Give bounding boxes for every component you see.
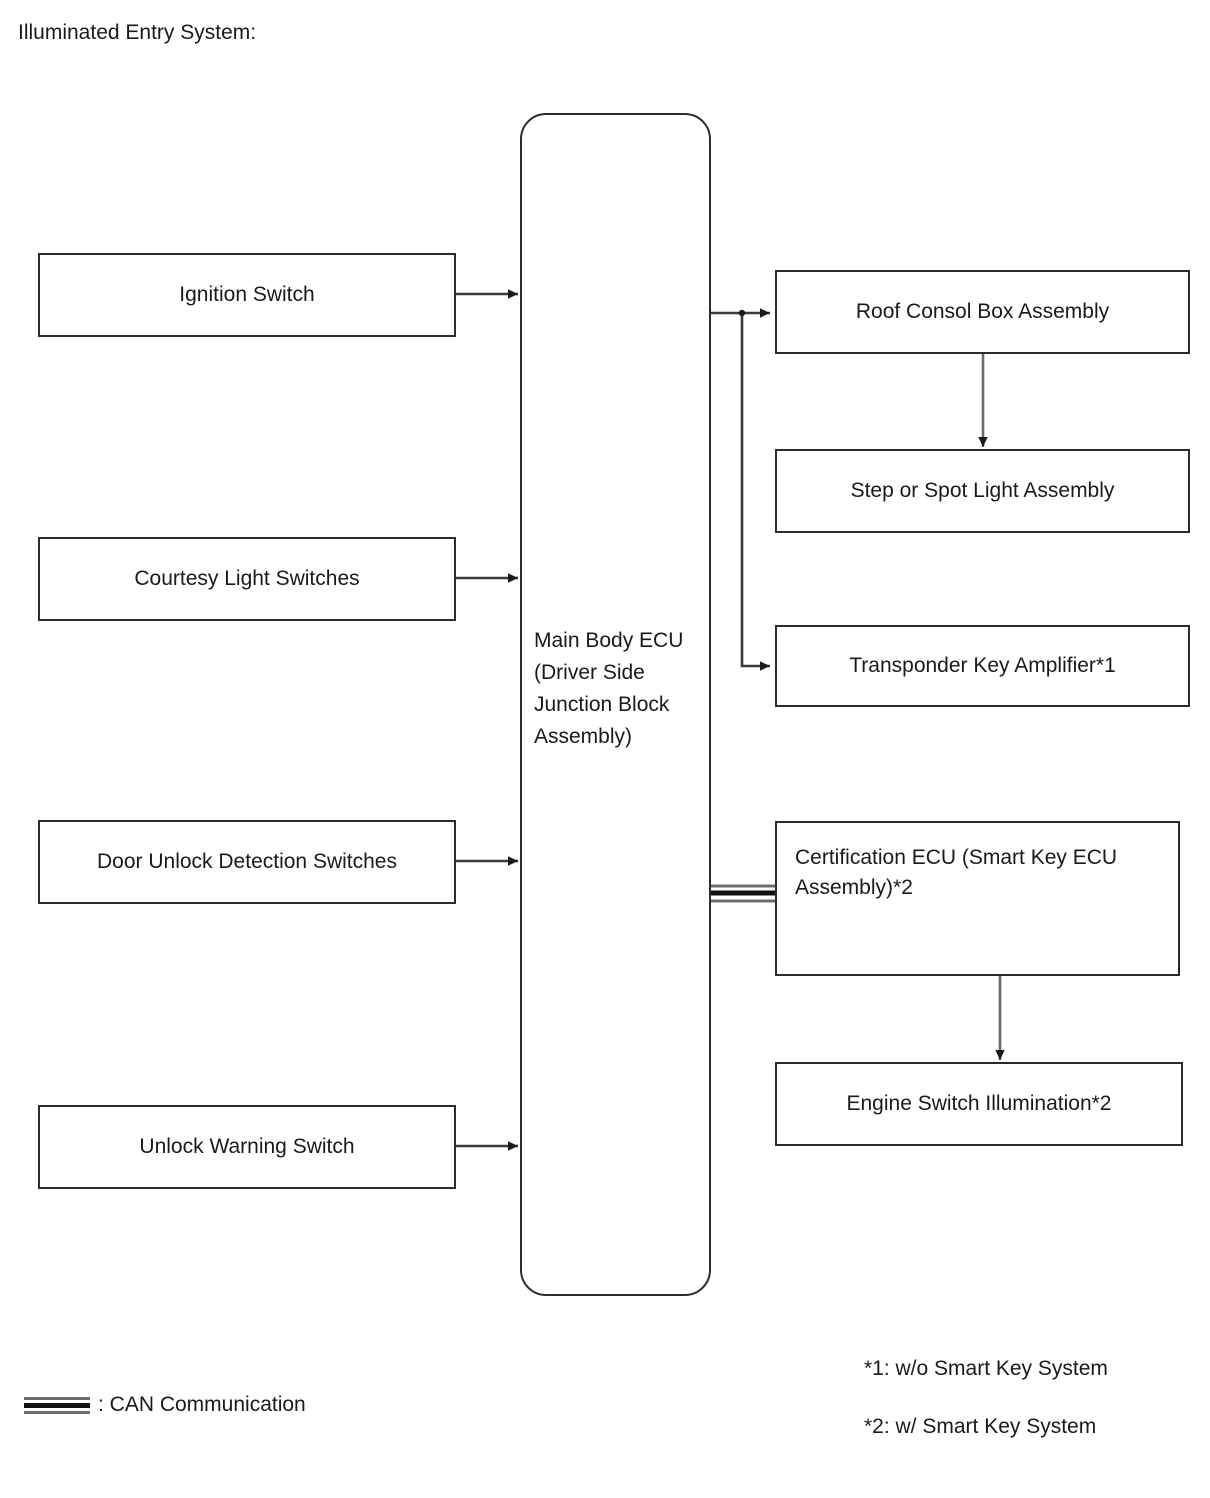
- node-transponder-key-amplifier[interactable]: Transponder Key Amplifier*1: [775, 625, 1190, 707]
- node-courtesy-light-switches[interactable]: Courtesy Light Switches: [38, 537, 456, 621]
- can-communication-link: [711, 884, 775, 903]
- node-ignition-switch[interactable]: Ignition Switch: [38, 253, 456, 337]
- node-step-or-spot-light-assembly-label: Step or Spot Light Assembly: [850, 479, 1115, 502]
- node-door-unlock-detection-switches-label: Door Unlock Detection Switches: [97, 850, 397, 873]
- footnote-1: *1: w/o Smart Key System: [864, 1357, 1108, 1380]
- page-title: Illuminated Entry System:: [18, 21, 257, 44]
- node-engine-switch-illumination-label: Engine Switch Illumination*2: [846, 1092, 1112, 1115]
- node-roof-consol-box-assembly[interactable]: Roof Consol Box Assembly: [775, 270, 1190, 354]
- node-step-or-spot-light-assembly[interactable]: Step or Spot Light Assembly: [775, 449, 1190, 533]
- node-certification-ecu-label: Certification ECU (Smart Key ECU Assembl…: [795, 846, 1118, 899]
- node-courtesy-light-switches-label: Courtesy Light Switches: [134, 567, 360, 590]
- node-door-unlock-detection-switches[interactable]: Door Unlock Detection Switches: [38, 820, 456, 904]
- legend: : CAN Communication: [24, 1392, 306, 1418]
- node-main-body-ecu-label: Main Body ECU (Driver Side Junction Bloc…: [534, 629, 684, 748]
- node-unlock-warning-switch-label: Unlock Warning Switch: [139, 1135, 355, 1158]
- node-engine-switch-illumination[interactable]: Engine Switch Illumination*2: [775, 1062, 1183, 1146]
- can-communication-icon: [24, 1397, 90, 1414]
- node-roof-consol-box-assembly-label: Roof Consol Box Assembly: [855, 300, 1110, 323]
- node-certification-ecu[interactable]: Certification ECU (Smart Key ECU Assembl…: [775, 821, 1180, 976]
- node-unlock-warning-switch[interactable]: Unlock Warning Switch: [38, 1105, 456, 1189]
- node-transponder-key-amplifier-label: Transponder Key Amplifier*1: [849, 654, 1116, 677]
- footnote-2: *2: w/ Smart Key System: [864, 1415, 1097, 1438]
- legend-label: : CAN Communication: [98, 1393, 306, 1416]
- node-main-body-ecu[interactable]: Main Body ECU (Driver Side Junction Bloc…: [520, 113, 711, 1296]
- node-ignition-switch-label: Ignition Switch: [179, 283, 315, 306]
